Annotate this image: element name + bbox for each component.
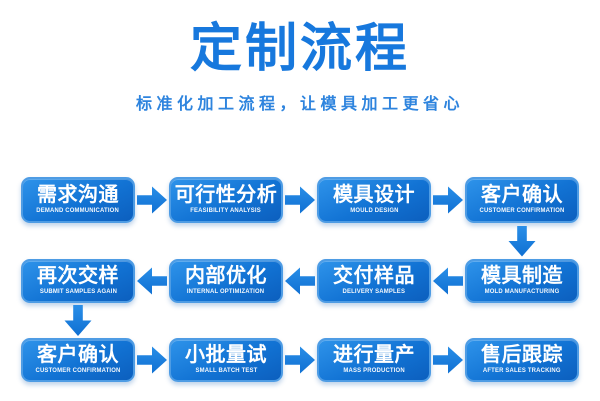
- step-subtitle-en: MASS PRODUCTION: [343, 367, 405, 374]
- flow-step-customer-confirmation-2: 客户确认 CUSTOMER CONFIRMATION: [21, 338, 135, 382]
- step-title-zh: 进行量产: [333, 343, 415, 366]
- flow-step-submit-samples-again: 再次交样 SUBMIT SAMPLES AGAIN: [21, 259, 135, 303]
- step-subtitle-en: AFTER SALES TRACKING: [483, 367, 561, 374]
- step-subtitle-en: MOULD DESIGN: [349, 207, 399, 214]
- arrow-left-icon: [431, 259, 465, 303]
- step-subtitle-en: FEASIBILITY ANALYSIS: [190, 207, 262, 214]
- page-title: 定制流程: [189, 20, 410, 78]
- arrow-right-icon: [431, 338, 465, 382]
- step-title-zh: 交付样品: [333, 264, 415, 287]
- flow-step-delivery-samples: 交付样品 DELIVERY SAMPLES: [317, 259, 431, 303]
- arrow-right-icon: [431, 177, 465, 223]
- flowchart: 需求沟通 DEMAND COMMUNICATION 可行性分析 FEASIBIL…: [21, 177, 579, 382]
- step-subtitle-en: CUSTOMER CONFIRMATION: [35, 367, 121, 374]
- flow-step-after-sales-tracking: 售后跟踪 AFTER SALES TRACKING: [465, 338, 579, 382]
- arrow-down-icon: [465, 223, 579, 259]
- step-title-zh: 售后跟踪: [481, 343, 563, 366]
- step-subtitle-en: SMALL BATCH TEST: [195, 367, 257, 374]
- step-title-zh: 小批量试: [185, 343, 267, 366]
- flow-step-feasibility-analysis: 可行性分析 FEASIBILITY ANALYSIS: [169, 177, 283, 223]
- step-title-zh: 内部优化: [185, 264, 267, 287]
- flow-step-small-batch-test: 小批量试 SMALL BATCH TEST: [169, 338, 283, 382]
- flow-step-mass-production: 进行量产 MASS PRODUCTION: [317, 338, 431, 382]
- page-subtitle: 标准化加工流程，让模具加工更省心: [135, 96, 464, 113]
- custom-process-infographic: 定制流程 标准化加工流程，让模具加工更省心 需求沟通 DEMAND COMMUN…: [0, 20, 600, 401]
- step-title-zh: 客户确认: [481, 183, 563, 206]
- step-title-zh: 再次交样: [37, 264, 119, 287]
- flow-step-internal-optimization: 内部优化 INTERNAL OPTIMIZATION: [169, 259, 283, 303]
- arrow-left-icon: [135, 259, 169, 303]
- step-subtitle-en: DELIVERY SAMPLES: [342, 288, 406, 295]
- arrow-right-icon: [283, 338, 317, 382]
- arrow-right-icon: [135, 338, 169, 382]
- step-title-zh: 模具制造: [481, 264, 563, 287]
- step-subtitle-en: INTERNAL OPTIMIZATION: [187, 288, 265, 295]
- step-title-zh: 客户确认: [37, 343, 119, 366]
- flow-step-mould-design: 模具设计 MOULD DESIGN: [317, 177, 431, 223]
- step-title-zh: 可行性分析: [174, 183, 278, 206]
- flow-step-mold-manufacturing: 模具制造 MOLD MANUFACTURING: [465, 259, 579, 303]
- step-title-zh: 需求沟通: [37, 183, 119, 206]
- arrow-down-icon: [21, 303, 135, 338]
- flow-step-customer-confirmation-1: 客户确认 CUSTOMER CONFIRMATION: [465, 177, 579, 223]
- step-subtitle-en: CUSTOMER CONFIRMATION: [479, 207, 565, 214]
- arrow-left-icon: [283, 259, 317, 303]
- step-subtitle-en: DEMAND COMMUNICATION: [36, 207, 120, 214]
- arrow-right-icon: [283, 177, 317, 223]
- arrow-right-icon: [135, 177, 169, 223]
- step-subtitle-en: MOLD MANUFACTURING: [484, 288, 560, 295]
- step-title-zh: 模具设计: [333, 183, 415, 206]
- flow-step-demand-communication: 需求沟通 DEMAND COMMUNICATION: [21, 177, 135, 223]
- step-subtitle-en: SUBMIT SAMPLES AGAIN: [39, 288, 117, 295]
